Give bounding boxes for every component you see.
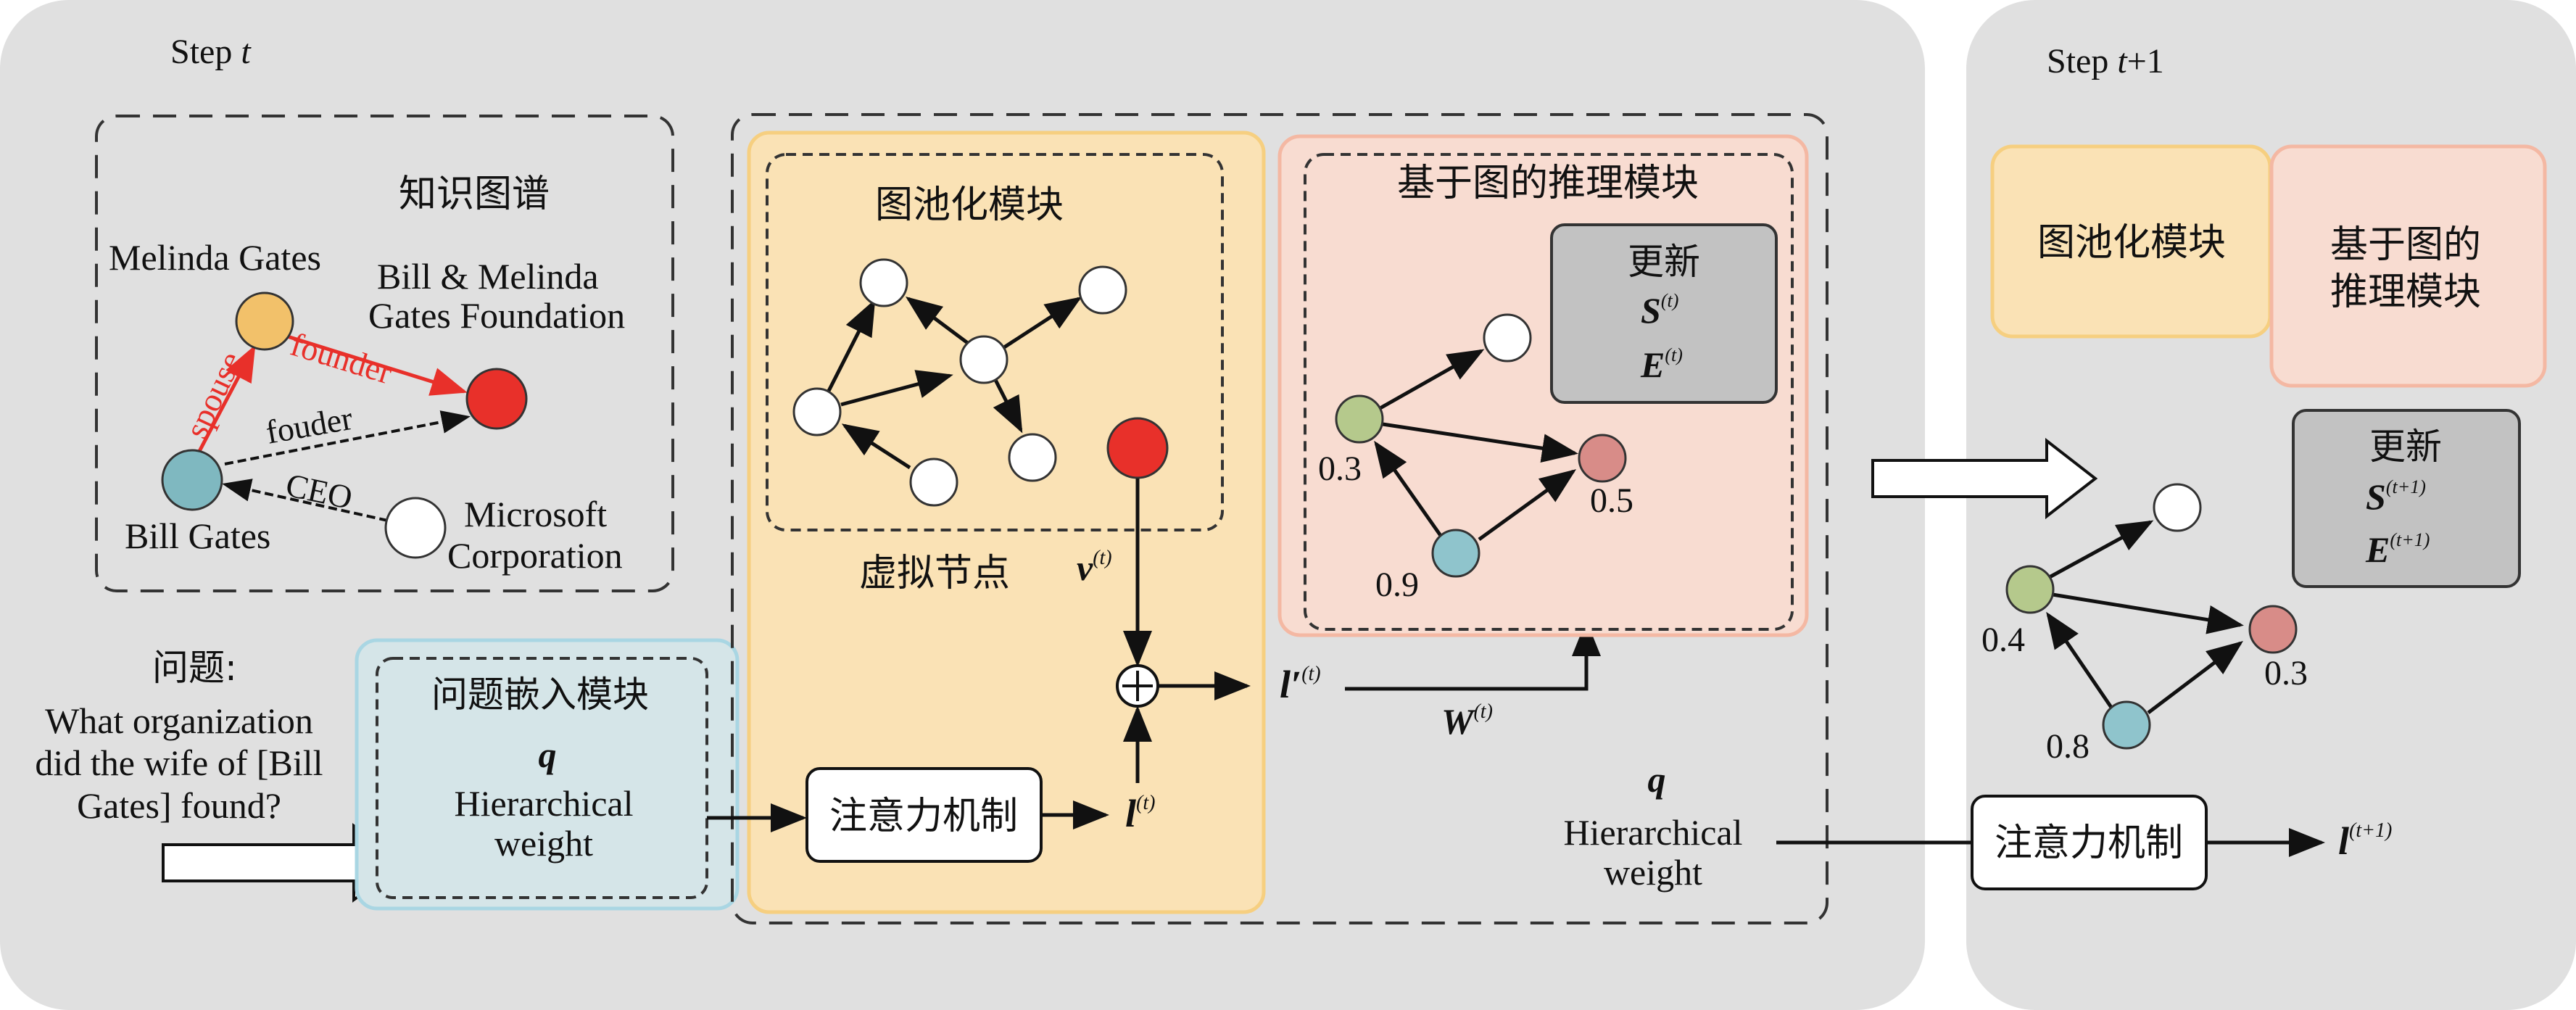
- pool-edge: [824, 299, 876, 397]
- l-label: l(t): [1125, 792, 1155, 835]
- core-frame: [731, 113, 1829, 924]
- kg-title: 知识图谱: [399, 173, 550, 216]
- v-label: v(t): [1077, 547, 1112, 588]
- embed-module: [355, 638, 740, 911]
- t1-reason-label-1: 基于图的: [2330, 223, 2481, 267]
- embed-line-2: weight: [494, 823, 593, 864]
- t1-graph: [2005, 483, 2298, 750]
- reason-inner-box: [1304, 153, 1794, 631]
- attention-label: 注意力机制: [829, 795, 1018, 838]
- pool-edge: [841, 423, 911, 470]
- lprime-to-reason-arrow: [1345, 620, 1601, 691]
- kg-melinda-label: Melinda Gates: [109, 237, 321, 278]
- step-t1-label: Step t+1: [2047, 42, 2164, 80]
- transition-arrow: [1871, 437, 2098, 520]
- pool-edge: [993, 377, 1023, 434]
- reason-graph: [1335, 313, 1627, 578]
- q-right-line-2: weight: [1604, 852, 1702, 893]
- t1-pool-label: 图池化模块: [2037, 221, 2226, 265]
- kg-box: [95, 115, 674, 592]
- t1-node-red: [2248, 605, 2298, 654]
- reason-edge: [1376, 349, 1485, 412]
- question-line-1: What organization: [45, 700, 313, 741]
- t1-update-e: E(t+1): [2365, 529, 2430, 570]
- reason-update-s: S(t): [1641, 290, 1678, 331]
- q-right-line-1: Hierarchical: [1563, 812, 1742, 853]
- embed-inner-box: [376, 657, 708, 899]
- embed-q: q: [539, 734, 557, 775]
- t1-node-blue: [2102, 700, 2151, 750]
- t1-reason-label-2: 推理模块: [2330, 270, 2481, 314]
- edge-fouder: [224, 410, 471, 465]
- kg-foundation-label-2: Gates Foundation: [368, 295, 625, 336]
- pool-node: [1078, 265, 1127, 315]
- question-line-2: did the wife of [Bill: [35, 742, 323, 783]
- reason-val-red: 0.5: [1590, 481, 1633, 520]
- t1-reason-module: [2269, 144, 2547, 388]
- kg-foundation-label-1: Bill & Melinda: [377, 256, 599, 297]
- pool-inner-box: [766, 153, 1224, 531]
- pool-node: [859, 258, 908, 307]
- pool-node: [792, 387, 842, 436]
- t1-node-white: [2153, 483, 2202, 532]
- question-line-3: Gates] found?: [77, 785, 281, 826]
- edge-ceo: [222, 479, 389, 522]
- t1-edge: [2052, 592, 2244, 634]
- reason-update-box: [1550, 223, 1778, 404]
- kg-node-bill: [161, 449, 223, 511]
- pool-edge: [1003, 297, 1082, 349]
- pool-node: [909, 458, 958, 507]
- q-right: q: [1648, 759, 1666, 800]
- edge-founder: [282, 333, 468, 396]
- t1-edge: [2147, 640, 2243, 714]
- reason-node-red: [1578, 434, 1627, 483]
- t1-val-blue: 0.8: [2046, 727, 2090, 766]
- t1-edge: [2046, 611, 2116, 712]
- t1-attention-label: 注意力机制: [1995, 821, 2183, 865]
- embed-line-1: Hierarchical: [454, 783, 633, 824]
- lprime-label: l′(t): [1280, 663, 1321, 706]
- t1-node-green: [2005, 565, 2055, 614]
- step-t-label: Step t: [170, 33, 252, 71]
- pool-graph: [792, 258, 1127, 507]
- pool-title: 图池化模块: [875, 183, 1064, 227]
- reason-edge: [1478, 469, 1577, 542]
- kg-node-microsoft: [384, 497, 447, 559]
- reason-node-green: [1335, 394, 1384, 444]
- w-label: W(t): [1441, 700, 1493, 742]
- reason-val-blue: 0.9: [1375, 566, 1419, 604]
- reason-update-label: 更新: [1628, 241, 1700, 283]
- t1-val-red: 0.3: [2264, 654, 2308, 692]
- kg-ms-label-1: Microsoft: [464, 494, 607, 534]
- t1-update-label: 更新: [2369, 426, 2442, 468]
- embed-title: 问题嵌入模块: [431, 674, 649, 716]
- reason-title: 基于图的推理模块: [1397, 162, 1699, 205]
- t1-val-green: 0.4: [1981, 621, 2025, 659]
- reason-update-e: E(t): [1640, 344, 1683, 385]
- reason-val-green: 0.3: [1318, 450, 1362, 488]
- t1-l-label: l(t+1): [2338, 819, 2392, 863]
- pool-edge: [905, 297, 973, 348]
- t1-update-box: [2292, 409, 2521, 588]
- t1-edge: [2047, 520, 2154, 580]
- pool-node: [959, 335, 1009, 384]
- reason-edge: [1382, 422, 1578, 463]
- virtual-node-label: 虚拟节点: [859, 552, 1010, 595]
- kg-node-melinda: [235, 291, 294, 351]
- kg-bill-label: Bill Gates: [125, 516, 270, 556]
- reason-node-blue: [1431, 529, 1480, 578]
- reason-node-white: [1483, 313, 1532, 363]
- question-label: 问题:: [152, 647, 237, 689]
- t1-update-s: S(t+1): [2366, 476, 2426, 517]
- pool-node: [1008, 433, 1057, 482]
- pool-edge: [840, 370, 953, 407]
- edge-spouse: [195, 344, 256, 457]
- reason-edge: [1374, 440, 1445, 540]
- kg-ms-label-2: Corporation: [447, 535, 623, 576]
- kg-node-foundation: [465, 368, 528, 430]
- virtual-node: [1106, 417, 1169, 479]
